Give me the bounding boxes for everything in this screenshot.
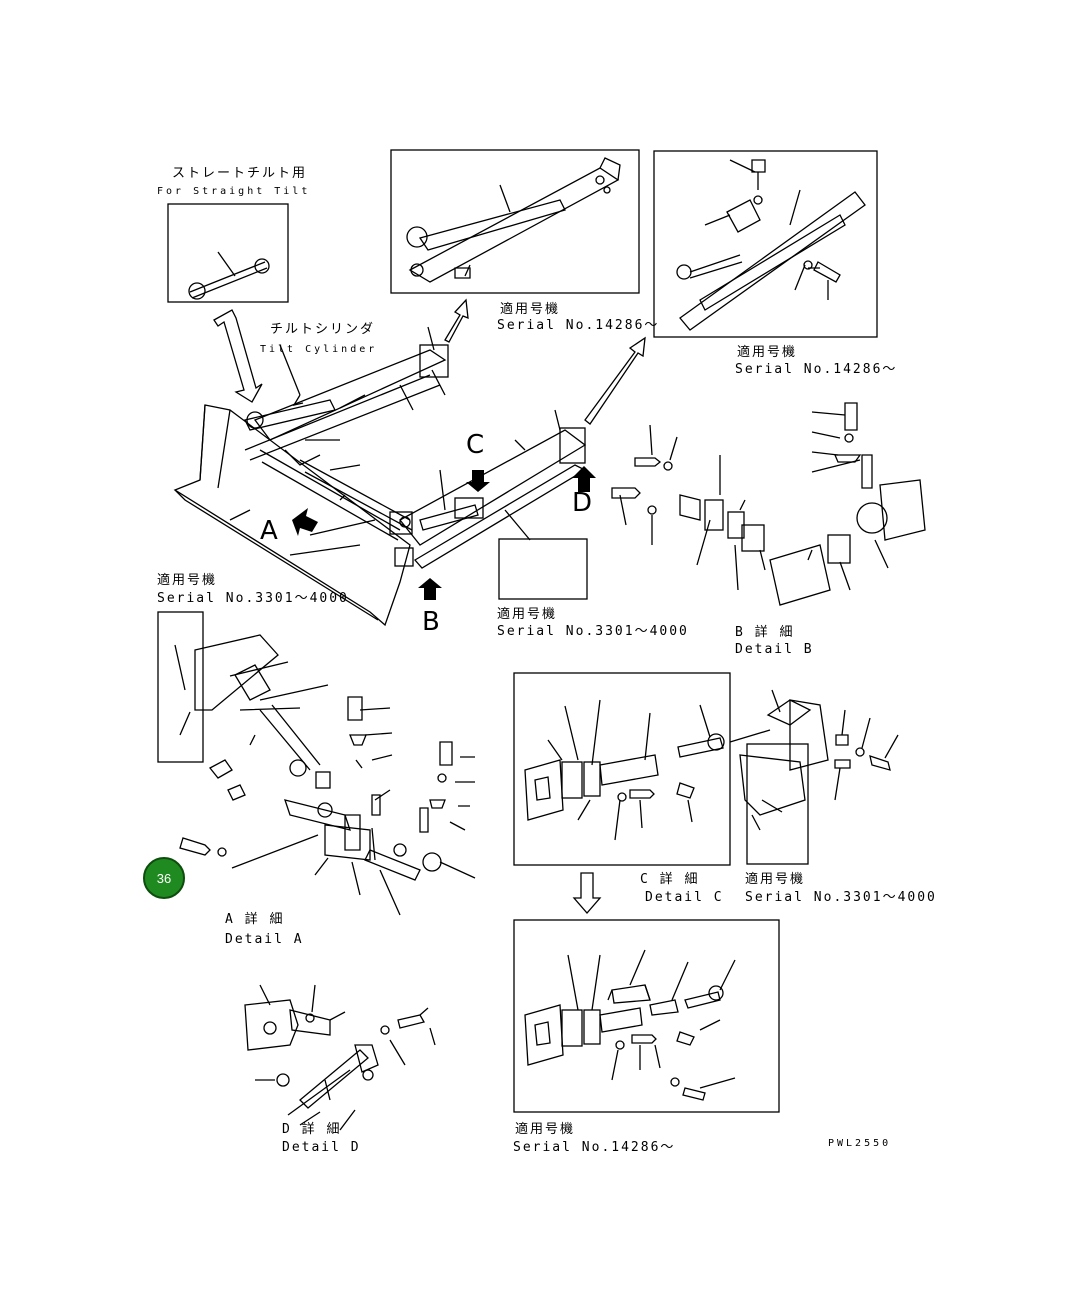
arrow-down: [572, 872, 602, 914]
inset-straight-tilt: [167, 203, 289, 303]
serial-jp-label-4: 適用号機: [497, 607, 558, 622]
detail-c-jp-label: C 詳 細: [640, 872, 700, 887]
serial-jp-label-6: 適用号機: [515, 1122, 576, 1137]
detail-c: [513, 672, 829, 866]
part-number-badge[interactable]: 36: [143, 857, 185, 899]
main-assembly: [173, 326, 587, 627]
letter-a: A: [260, 516, 278, 546]
tilt-cylinder-jp-label: チルトシリンダ: [270, 322, 376, 337]
detail-a-jp-label: A 詳 細: [225, 912, 285, 927]
detail-b: [611, 402, 926, 606]
serial-3301-label-2: Serial No.3301～4000: [497, 624, 689, 639]
serial-14286-label-2: Serial No.14286～: [735, 362, 898, 377]
detail-b-jp-label: B 詳 細: [735, 625, 795, 640]
detail-d-en-label: Detail D: [282, 1140, 361, 1155]
serial-jp-label-5: 適用号機: [745, 872, 806, 887]
serial-3301-label-3: Serial No.3301～4000: [745, 890, 937, 905]
letter-d: D: [572, 488, 593, 518]
detail-c-en-label: Detail C: [645, 890, 724, 905]
badge-number: 36: [156, 870, 172, 886]
straight-tilt-en-label: For Straight Tilt: [157, 186, 311, 197]
detail-d: [244, 984, 436, 1131]
detail-b-en-label: Detail B: [735, 642, 814, 657]
inset-serial-14286-a: [390, 149, 640, 294]
detail-d-jp-label: D 詳 細: [282, 1122, 342, 1137]
detail-c-14286: [513, 919, 780, 1113]
detail-c-serial-box: [739, 709, 899, 865]
tilt-cylinder-en-label: Tilt Cylinder: [260, 344, 378, 355]
detail-a-en-label: Detail A: [225, 932, 304, 947]
arrow-up-1: [444, 298, 469, 343]
serial-3301-label-1: Serial No.3301～4000: [157, 591, 349, 606]
view-arrows: [292, 466, 596, 600]
drawing-code: PWL2550: [828, 1138, 892, 1149]
inset-serial-14286-b: [653, 150, 878, 338]
serial-jp-label-2: 適用号機: [737, 345, 798, 360]
serial-14286-label-3: Serial No.14286～: [513, 1140, 676, 1155]
letter-c: C: [466, 430, 485, 460]
double-arrow: [213, 309, 263, 403]
serial-jp-label-1: 適用号機: [500, 302, 561, 317]
serial-box-main: [498, 538, 588, 600]
straight-tilt-jp-label: ストレートチルト用: [172, 166, 308, 181]
detail-a: [157, 611, 476, 916]
letter-b: B: [422, 607, 440, 637]
arrow-up-2: [584, 336, 646, 425]
serial-jp-label-3: 適用号機: [157, 573, 218, 588]
serial-14286-label-1: Serial No.14286～: [497, 318, 660, 333]
